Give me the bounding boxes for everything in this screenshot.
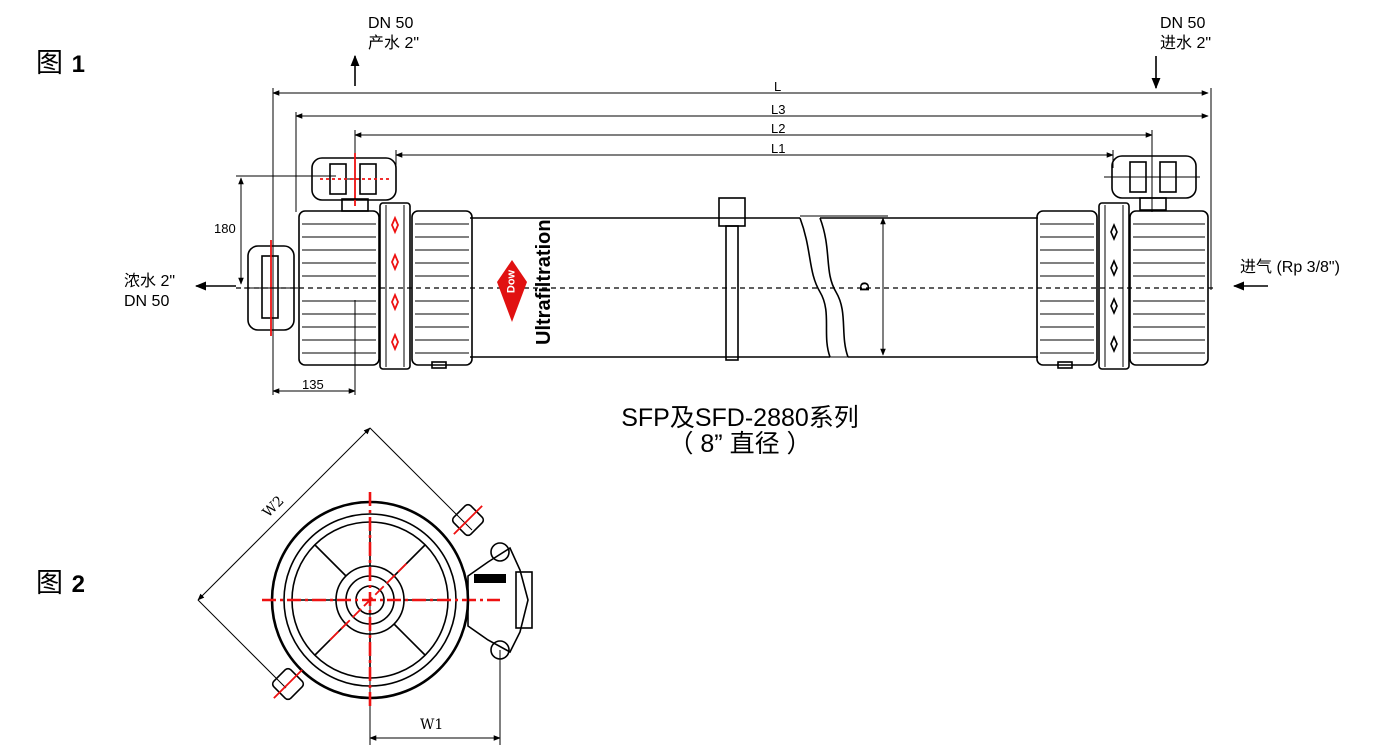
left-end-cap bbox=[244, 153, 473, 370]
air-port-label: 进气 (Rp 3/8") bbox=[1240, 259, 1340, 276]
concentrate-port-size: DN 50 bbox=[124, 293, 170, 310]
dimension-lines bbox=[236, 88, 1212, 395]
dim-D-label: D bbox=[857, 281, 873, 292]
dim-W1-label: W1 bbox=[420, 717, 444, 733]
dow-logo-icon bbox=[497, 260, 527, 322]
product-port-label: DN 50 产水 2" bbox=[368, 14, 419, 54]
product-port-size: DN 50 bbox=[368, 15, 414, 32]
figure-2-cn: 图 bbox=[36, 568, 63, 599]
series-caption: SFP及SFD-2880系列 （ 8” 直径 ） bbox=[580, 405, 900, 457]
right-end-cap bbox=[1036, 150, 1209, 370]
module-side-view bbox=[236, 150, 1214, 370]
dim-L1-label: L1 bbox=[771, 141, 786, 156]
figure-2-label: 图 2 bbox=[36, 570, 85, 597]
series-title: SFP及SFD-2880系列 bbox=[621, 404, 859, 432]
product-brand-text: Ultrafiltration bbox=[533, 219, 555, 345]
feed-port-size: DN 50 bbox=[1160, 15, 1206, 32]
concentrate-port-label: 浓水 2" DN 50 bbox=[124, 272, 175, 312]
dim-135-label: 135 bbox=[302, 377, 324, 392]
feed-port-name: 进水 2" bbox=[1160, 35, 1212, 52]
dim-L2-label: L2 bbox=[771, 121, 786, 136]
figure-1-label: 图 1 bbox=[36, 50, 85, 77]
product-port-name: 产水 2" bbox=[368, 35, 420, 52]
series-subtitle: （ 8” 直径 ） bbox=[668, 430, 812, 458]
feed-port-label: DN 50 进水 2" bbox=[1160, 14, 1211, 54]
figure-2-number: 2 bbox=[71, 571, 85, 598]
dim-W2-line bbox=[197, 427, 371, 601]
dim-L-label: L bbox=[774, 79, 782, 94]
figure-1-cn: 图 bbox=[36, 48, 63, 79]
figure-1-number: 1 bbox=[71, 51, 85, 78]
module-end-view bbox=[197, 427, 533, 745]
concentrate-port-name: 浓水 2" bbox=[124, 273, 176, 290]
dim-180-label: 180 bbox=[214, 221, 236, 236]
port-arrows bbox=[194, 54, 1268, 291]
dow-logo-text: Dow bbox=[505, 269, 518, 294]
dim-L3-label: L3 bbox=[771, 102, 786, 117]
